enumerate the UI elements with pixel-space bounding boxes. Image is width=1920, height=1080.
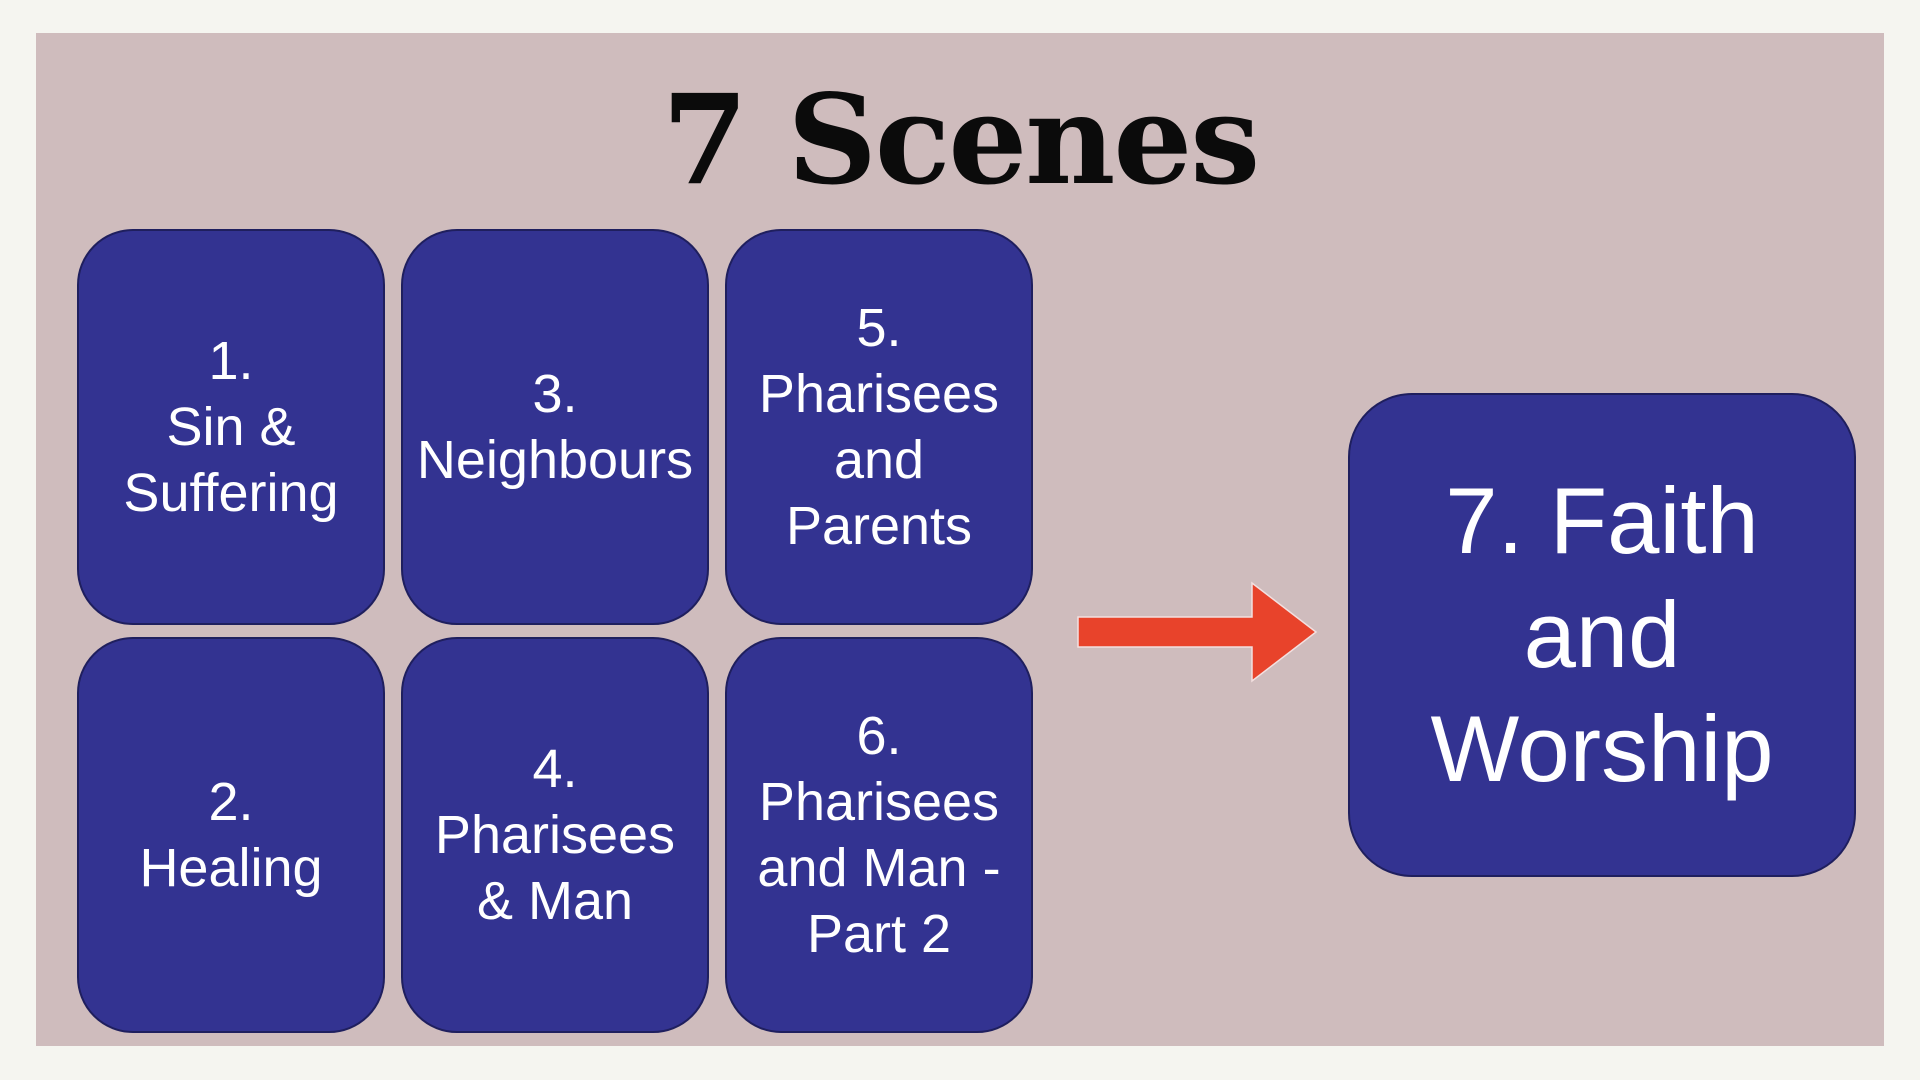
scene-tile-6: 6. Pharisees and Man - Part 2	[725, 637, 1033, 1033]
scene-label-3: 3. Neighbours	[416, 364, 694, 490]
scene-label-6: 6. Pharisees and Man - Part 2	[757, 706, 1001, 964]
scene-label-5: 5. Pharisees and Parents	[758, 298, 1000, 556]
scene-tile-7: 7. Faith and Worship	[1348, 393, 1856, 877]
scene-label-4: 4. Pharisees & Man	[434, 739, 676, 931]
scene-tile-5: 5. Pharisees and Parents	[725, 229, 1033, 625]
arrow-shape	[1077, 581, 1318, 683]
scene-tile-1: 1. Sin & Suffering	[77, 229, 385, 625]
scene-label-7: 7. Faith and Worship	[1430, 468, 1774, 801]
scene-tile-4: 4. Pharisees & Man	[401, 637, 709, 1033]
scene-tile-3: 3. Neighbours	[401, 229, 709, 625]
slide-title: 7 Scenes	[661, 68, 1260, 213]
scene-label-2: 2. Healing	[139, 772, 323, 898]
slide: 7 Scenes 1. Sin & Suffering 2. Healing 3…	[36, 33, 1884, 1046]
scene-label-1: 1. Sin & Suffering	[123, 331, 339, 523]
arrow-right-icon	[1077, 581, 1318, 683]
scene-tile-2: 2. Healing	[77, 637, 385, 1033]
